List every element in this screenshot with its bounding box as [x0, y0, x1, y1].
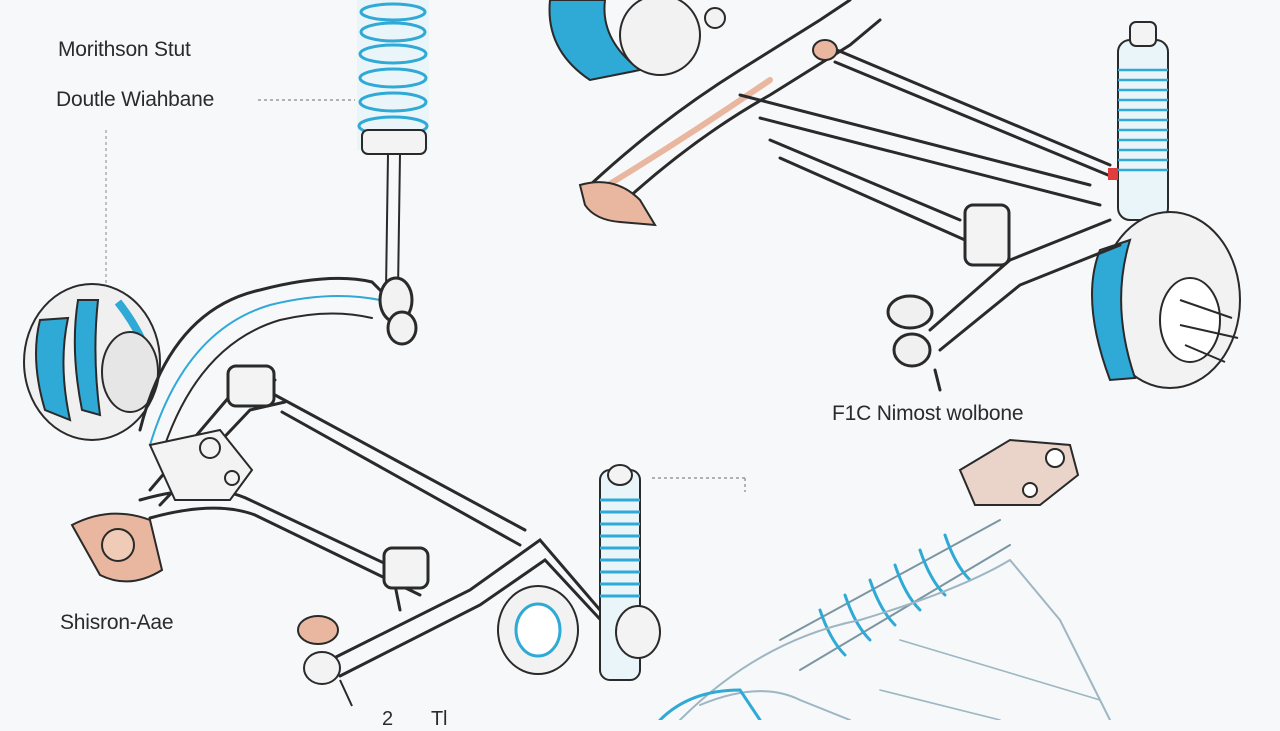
bottom-hub	[497, 585, 579, 675]
label-solid-axle: Shisron-Aae	[60, 611, 174, 634]
bottom-lower-wishbone	[328, 537, 612, 678]
left-brake-disc	[23, 283, 161, 441]
bottom-bushing	[297, 615, 353, 707]
coil-spring-strut-top-left	[357, 0, 429, 291]
top-right-axle-beam	[588, 0, 1122, 242]
bottom-coilover	[599, 464, 661, 681]
label-double-wishbone: Doutle Wiahbane	[56, 88, 215, 111]
left-bushing-outer	[70, 512, 164, 583]
label-multi-link: F1C Nimost wolbone	[832, 402, 1024, 425]
bottom-right-rack-boot	[658, 519, 1111, 720]
top-right-brake-upper	[548, 0, 838, 82]
top-right-bushing-end	[578, 181, 657, 227]
top-right-strut	[1108, 21, 1169, 221]
label-macpherson-strut: Morithson Stut	[58, 38, 191, 61]
left-upper-wishbone	[138, 276, 418, 461]
top-right-lower-arm	[886, 203, 1122, 392]
bottom-right-bracket	[958, 438, 1080, 506]
top-right-brake-disc	[1091, 211, 1241, 389]
left-knuckle	[148, 428, 254, 501]
